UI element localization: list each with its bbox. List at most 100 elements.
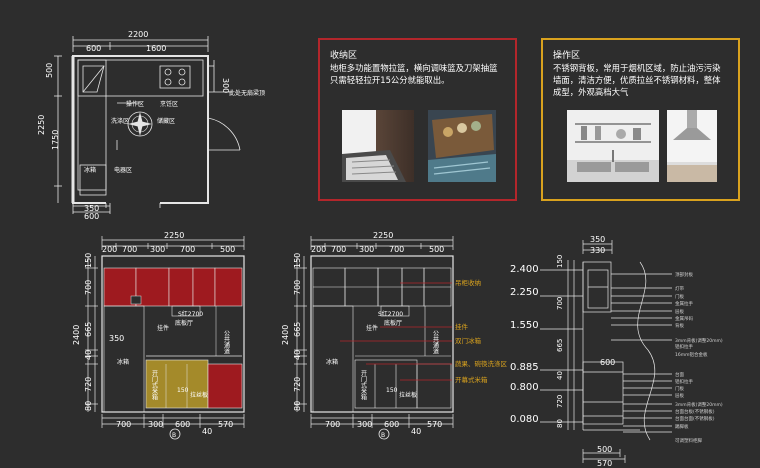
plan-dim-1750: 1750 xyxy=(51,130,60,150)
note-6: 背板 xyxy=(675,322,684,329)
e1-bdim-700: 700 xyxy=(116,420,131,429)
e2-dim-300: 300 xyxy=(359,245,374,254)
e1-sdim-2400: 2400 xyxy=(72,325,81,345)
note-3: 金属拉手 xyxy=(675,300,693,307)
level-2250: 2.250 xyxy=(510,287,539,298)
sec-dim-600: 600 xyxy=(600,358,615,367)
note-15: 台面台板(不锈钢板) xyxy=(675,408,715,415)
elev2-annotations: 吊柜收纳 挂件 双门冰箱 蔬果、碗筷洗涤区 开幕式米箱 xyxy=(455,278,508,384)
level-0800: 0.800 xyxy=(510,382,539,393)
anno-rice: 开幕式米箱 xyxy=(455,375,488,384)
sec-bdim-500: 500 xyxy=(597,445,612,454)
note-1: 灯带 xyxy=(675,285,684,292)
e1-sdim-700: 700 xyxy=(84,280,93,295)
note-14: 3mm背板(调整20mm) xyxy=(675,401,723,408)
e2-sdim-665: 665 xyxy=(293,322,302,337)
e1-sdim-40: 40 xyxy=(84,350,93,360)
e2-dim-200: 200 xyxy=(311,245,326,254)
e2-door-size: 150 xyxy=(386,387,398,394)
sec-bdim-570: 570 xyxy=(597,459,612,468)
operate-title: 操作区 xyxy=(553,51,581,61)
note-4: 层板 xyxy=(675,308,684,315)
e1-dim-200: 200 xyxy=(102,245,117,254)
e2-dim-2250: 2250 xyxy=(373,231,393,240)
note-0: 顶部封板 xyxy=(675,271,693,278)
e1-sdim-150: 150 xyxy=(84,253,93,268)
e2-dim-700: 700 xyxy=(331,245,346,254)
e1-open-door: 开门式米箱 xyxy=(151,370,158,401)
plan-labels: 操作区 烹饪区 洗涤区 储藏区 冰箱 电器区 此处无扇梁顶 xyxy=(84,89,265,174)
e2-sdim-80: 80 xyxy=(293,401,302,411)
elevation-1 xyxy=(85,236,245,440)
e2-sdim-40: 40 xyxy=(293,350,302,360)
note-10: 台面 xyxy=(675,371,684,378)
sec-sdim-665: 665 xyxy=(556,339,564,352)
e1-dim-700: 700 xyxy=(122,245,137,254)
operate-body: 不锈钢背板，常用于烟机区域，防止油污污染墙面，清洁方便，优质拉丝不锈钢材料，整体… xyxy=(553,63,721,97)
e2-bdim-300: 300 xyxy=(357,420,372,429)
plan-dim-2200: 2200 xyxy=(128,30,148,39)
e1-door-size: 150 xyxy=(177,387,189,394)
e2-bdim-600: 600 xyxy=(384,420,399,429)
sec-sdim-40: 40 xyxy=(556,371,564,380)
sec-sdim-700: 700 xyxy=(556,297,564,310)
anno-upper-storage: 吊柜收纳 xyxy=(455,278,481,287)
note-8: 铝扣拉手 xyxy=(675,343,693,350)
e2-dim-500: 500 xyxy=(429,245,444,254)
e1-sdim-665: 665 xyxy=(84,322,93,337)
anno-pendant: 挂件 xyxy=(455,322,469,331)
e2-hood: 拉丝板 xyxy=(399,391,417,399)
plan-dim-300: 300 xyxy=(221,78,230,93)
operate-photo-1 xyxy=(567,110,659,182)
e2-dim-700b: 700 xyxy=(389,245,404,254)
label-prep: 烹饪区 xyxy=(160,100,178,108)
e1-marker: B xyxy=(172,432,176,439)
e1-dim-300: 300 xyxy=(150,245,165,254)
e1-dim-350: 350 xyxy=(109,334,124,343)
section-marker-icon xyxy=(169,428,181,440)
e2-frame: 挂件 xyxy=(366,324,378,332)
e1-niche: 底板厅 xyxy=(175,319,193,327)
label-window: 此处无扇梁顶 xyxy=(229,89,265,97)
e1-bdim-570: 570 xyxy=(218,420,233,429)
note-5: 金属吊码 xyxy=(675,315,693,322)
floor-plan xyxy=(54,36,241,214)
e1-dim-500: 500 xyxy=(220,245,235,254)
storage-body: 地柜多功能置物拉篮，横向调味篮及刀架抽篮只需轻轻拉开15公分就能取出。 xyxy=(330,63,498,85)
anno-wash: 蔬果、碗筷洗涤区 xyxy=(455,359,508,368)
level-2400: 2.400 xyxy=(510,264,539,275)
label-fridge: 冰箱 xyxy=(84,166,96,174)
e2-bdim-570: 570 xyxy=(427,420,442,429)
sec-sdim-720: 720 xyxy=(556,395,564,408)
note-12: 门板 xyxy=(675,385,684,392)
note-9: 16mm铝合金板 xyxy=(675,351,708,358)
label-appliance: 电器区 xyxy=(114,166,132,174)
e1-bdim-600: 600 xyxy=(175,420,190,429)
e2-fridge: 冰箱 xyxy=(326,358,338,366)
sec-sdim-80: 80 xyxy=(556,419,564,428)
e1-sdim-720: 720 xyxy=(84,377,93,392)
note-17: 踢脚板 xyxy=(675,423,689,430)
section-notes: 顶部封板 灯带 门板 金属拉手 层板 金属吊码 背板 3mm背板(调整20mm)… xyxy=(675,271,723,444)
operate-panel: 操作区 不锈钢背板，常用于烟机区域，防止油污污染墙面，清洁方便，优质拉丝不锈钢材… xyxy=(541,38,740,201)
e2-marker: B xyxy=(381,432,385,439)
e2-bdim-40: 40 xyxy=(411,427,421,436)
section-text: 350 330 2.400 2.250 1.550 0.885 0.800 0.… xyxy=(510,235,615,468)
plan-dim-2250: 2250 xyxy=(37,115,46,135)
level-0080: 0.080 xyxy=(510,414,539,425)
storage-photo-2 xyxy=(428,110,496,182)
e1-frame: 挂件 xyxy=(157,324,169,332)
e1-dim-700b: 700 xyxy=(180,245,195,254)
elev2-labels: S红2700 挂件 底板厅 公共通道 冰箱 开门式米箱 150 拉丝板 B xyxy=(326,310,439,439)
plan-dims: 2200 600 1600 300 500 2250 1750 350 600 xyxy=(37,30,230,221)
elev1-dims: 2250 200 700 300 700 500 700 300 600 570… xyxy=(72,231,235,436)
note-18: 可调塑料柜脚 xyxy=(675,437,702,444)
e2-bdim-700: 700 xyxy=(325,420,340,429)
e1-window: S红2700 xyxy=(178,310,203,318)
e2-sdim-720: 720 xyxy=(293,377,302,392)
plan-dim-600b: 600 xyxy=(84,212,99,221)
sec-sdim-150: 150 xyxy=(556,255,564,268)
anno-fridge: 双门冰箱 xyxy=(455,336,482,345)
e2-open-door: 开门式米箱 xyxy=(360,370,367,401)
plan-dim-500: 500 xyxy=(45,63,54,78)
